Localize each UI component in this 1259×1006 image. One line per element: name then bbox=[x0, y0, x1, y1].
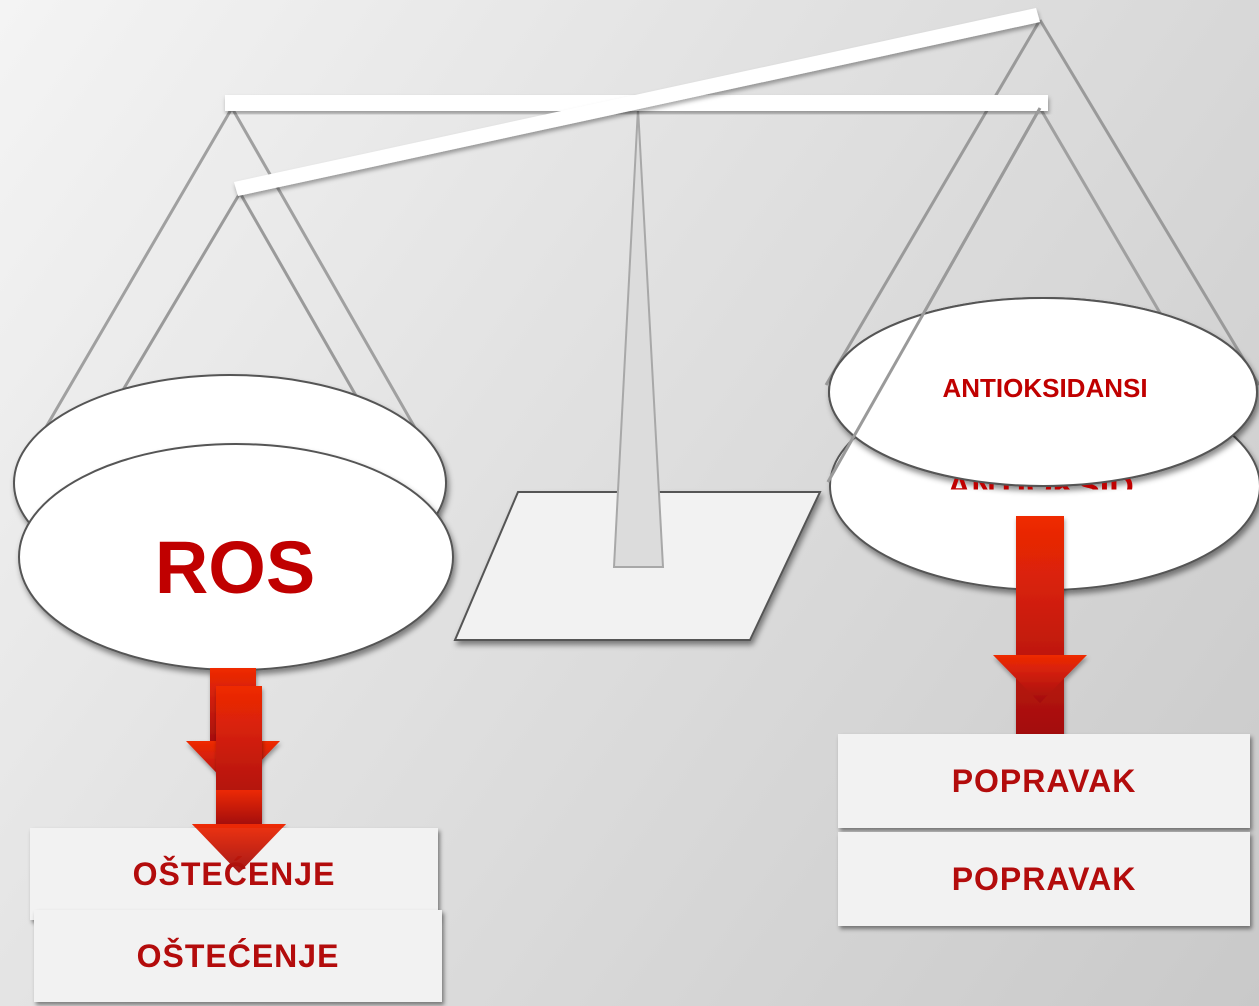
right-box-front-label: POPRAVAK bbox=[951, 860, 1137, 897]
left-box-front-label: OŠTEĆENJE bbox=[136, 937, 340, 974]
left-box-front: OŠTEĆENJE bbox=[34, 910, 442, 1002]
right-box-back: POPRAVAK bbox=[838, 734, 1250, 828]
right-box-back-label: POPRAVAK bbox=[951, 762, 1137, 799]
right-arrow bbox=[993, 516, 1087, 740]
right-pan-label: ANTIOKSIDANSI bbox=[942, 373, 1148, 403]
left-pan-label: ROS bbox=[154, 526, 316, 609]
scale-post bbox=[612, 107, 665, 568]
right-box-front: POPRAVAK bbox=[838, 832, 1250, 926]
scale-beam-tilted bbox=[234, 8, 1040, 196]
